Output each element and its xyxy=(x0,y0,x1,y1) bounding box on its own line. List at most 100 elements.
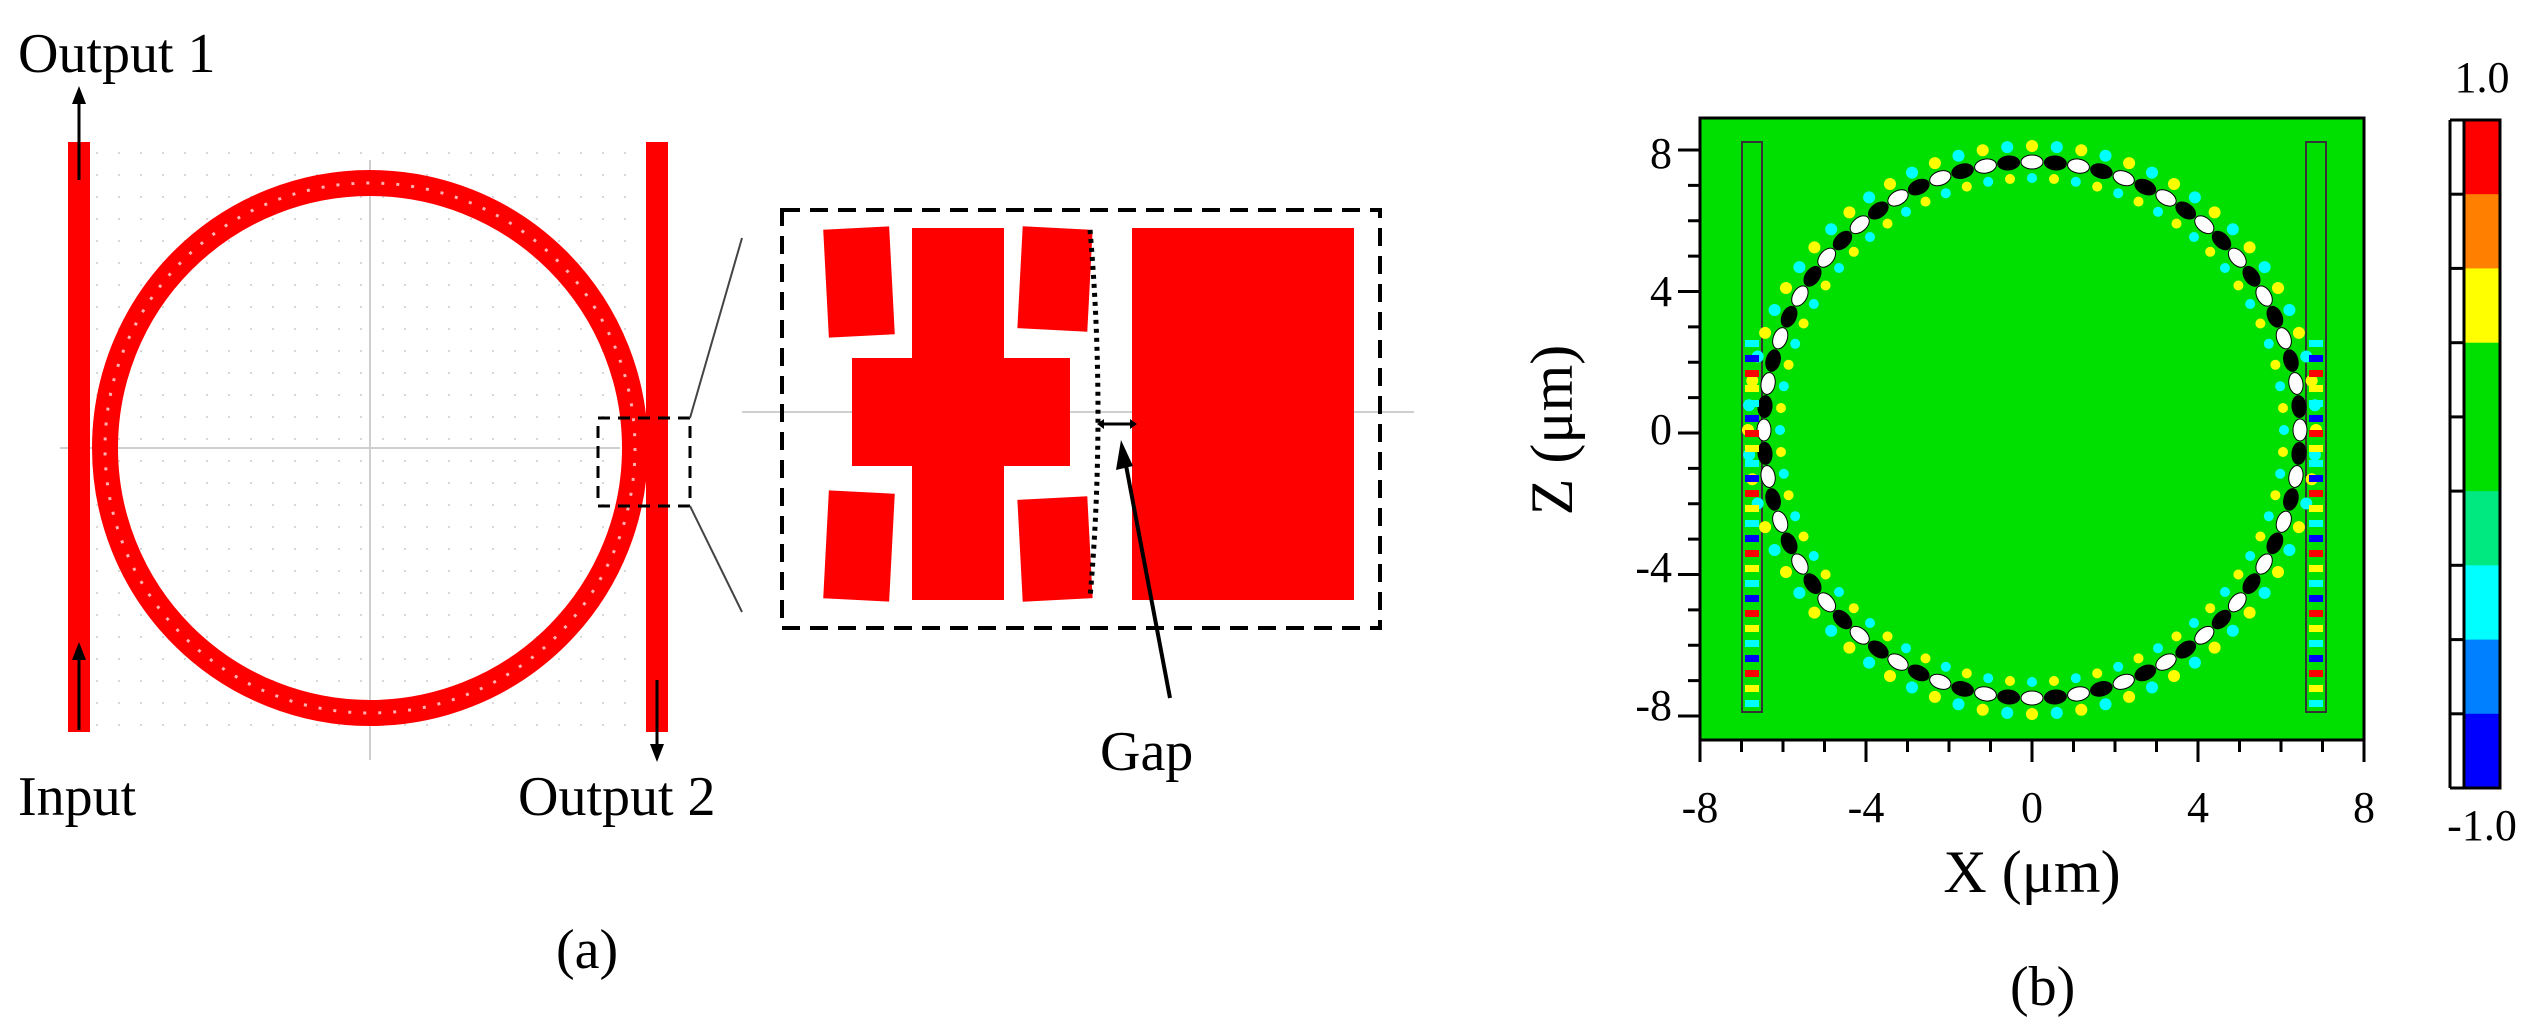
grid-dot xyxy=(404,636,406,638)
grid-dot xyxy=(514,504,516,506)
field-halo-inner xyxy=(2049,676,2059,686)
grid-dot xyxy=(448,284,450,286)
grid-dot xyxy=(140,526,142,528)
panel-b: -8 -4 0 4 8 8 4 0 -4 -8 X (μm) Z (μm) 1.… xyxy=(1519,53,2517,1018)
grid-dot xyxy=(206,306,208,308)
grid-dot xyxy=(492,262,494,264)
field-halo-outer xyxy=(1976,703,1989,716)
grid-dot xyxy=(602,284,604,286)
grid-dot xyxy=(184,592,186,594)
x-tick-label: 0 xyxy=(2021,783,2043,832)
grid-dot xyxy=(492,460,494,462)
grid-dot xyxy=(382,570,384,572)
grid-dot xyxy=(184,680,186,682)
colorbar-segment xyxy=(2464,416,2500,492)
grid-dot xyxy=(382,460,384,462)
field-halo-outer xyxy=(1952,698,1965,711)
grid-dot xyxy=(316,174,318,176)
grid-dot xyxy=(228,504,230,506)
grid-dot xyxy=(294,548,296,550)
grid-dot xyxy=(492,196,494,198)
grid-dot xyxy=(580,438,582,440)
inset-segment-bottom-left xyxy=(823,490,895,602)
grid-dot xyxy=(118,284,120,286)
grid-dot xyxy=(250,658,252,660)
gap-pointer-arrow xyxy=(1116,440,1172,699)
grid-dot xyxy=(250,262,252,264)
field-halo-inner xyxy=(2171,218,2182,229)
field-halo-outer xyxy=(2168,670,2180,682)
grid-dot xyxy=(492,504,494,506)
grid-dot xyxy=(140,504,142,506)
grid-dot xyxy=(470,328,472,330)
field-lobe xyxy=(1929,170,1952,187)
grid-dot xyxy=(536,218,538,220)
grid-dot xyxy=(514,614,516,616)
field-halo-inner xyxy=(1983,673,1994,684)
waveguide-field-stripe xyxy=(1745,505,1759,512)
field-halo-inner xyxy=(2113,661,2124,672)
field-halo-outer xyxy=(2026,140,2038,152)
waveguide-field-stripe xyxy=(1745,415,1759,422)
grid-dot xyxy=(580,174,582,176)
grid-dot xyxy=(250,614,252,616)
colorbar-segment xyxy=(2464,194,2500,269)
grid-dot xyxy=(294,306,296,308)
field-lobe xyxy=(1997,689,2021,705)
grid-dot xyxy=(580,416,582,418)
grid-dot xyxy=(184,416,186,418)
grid-dot xyxy=(470,350,472,352)
grid-dot xyxy=(470,592,472,594)
field-lobe xyxy=(1974,686,1997,702)
grid-dot xyxy=(316,350,318,352)
field-lobe xyxy=(2255,285,2273,307)
grid-dot xyxy=(470,218,472,220)
grid-dot xyxy=(140,262,142,264)
waveguide-field-stripe xyxy=(2309,700,2323,707)
x-tick-label: -8 xyxy=(1682,783,1719,832)
grid-dot xyxy=(96,526,98,528)
grid-dot xyxy=(558,702,560,704)
grid-dot xyxy=(602,636,604,638)
grid-dot xyxy=(360,482,362,484)
grid-dot xyxy=(118,680,120,682)
field-halo-outer xyxy=(1952,149,1965,162)
field-lobe xyxy=(2112,673,2135,690)
grid-dot xyxy=(558,328,560,330)
grid-dot xyxy=(338,328,340,330)
grid-dot xyxy=(316,636,318,638)
grid-dot xyxy=(580,262,582,264)
field-halo-outer xyxy=(1808,606,1821,619)
grid-dot xyxy=(140,482,142,484)
grid-dot xyxy=(514,196,516,198)
grid-dot xyxy=(536,702,538,704)
waveguide-field-stripe xyxy=(2309,445,2323,452)
grid-dot xyxy=(118,174,120,176)
grid-dot xyxy=(624,702,626,704)
field-lobe xyxy=(1907,178,1930,196)
grid-dot xyxy=(338,218,340,220)
grid-dot xyxy=(426,240,428,242)
field-halo-outer xyxy=(2305,374,2318,387)
grid-dot xyxy=(404,416,406,418)
grid-dot xyxy=(580,240,582,242)
grid-dot xyxy=(184,482,186,484)
grid-dot xyxy=(250,592,252,594)
field-halo-inner xyxy=(1848,246,1859,257)
grid-dot xyxy=(206,680,208,682)
grid-dot xyxy=(558,680,560,682)
grid-dot xyxy=(426,262,428,264)
field-halo-inner xyxy=(1775,425,1785,435)
grid-dot xyxy=(470,658,472,660)
grid-dot xyxy=(250,372,252,374)
waveguide-field-stripe xyxy=(1745,340,1759,347)
grid-dot xyxy=(404,372,406,374)
field-halo-inner xyxy=(1940,188,1951,199)
grid-dot xyxy=(470,174,472,176)
grid-dot xyxy=(404,680,406,682)
grid-dot xyxy=(558,570,560,572)
field-lobe xyxy=(2266,305,2284,328)
grid-dot xyxy=(558,350,560,352)
grid-dot xyxy=(470,152,472,154)
grid-dot xyxy=(316,372,318,374)
